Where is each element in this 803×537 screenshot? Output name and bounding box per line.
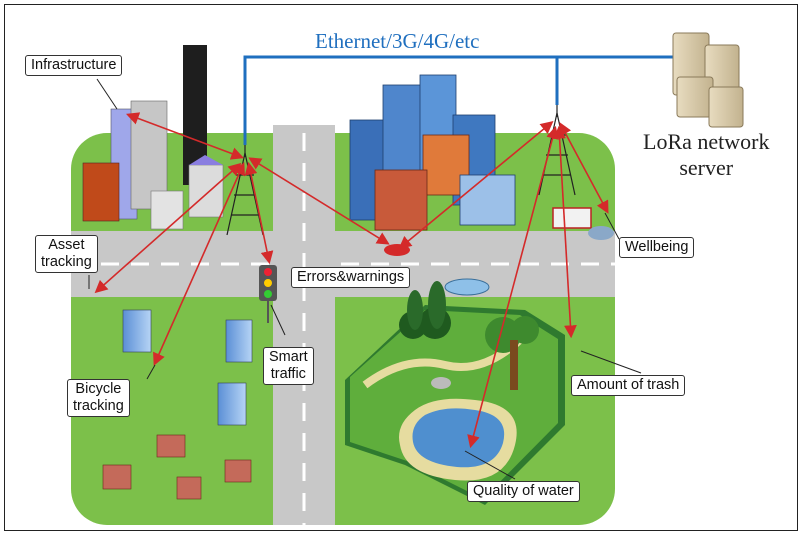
server-label-line2: server <box>679 155 734 180</box>
smart-line2: traffic <box>270 366 306 382</box>
callout-errors-warnings: Errors&warnings <box>291 267 411 288</box>
network-label: Ethernet/3G/4G/etc <box>315 29 480 53</box>
asset-line1: Asset <box>48 237 85 253</box>
callout-asset-tracking: Asset tracking <box>35 235 98 273</box>
server-label: LoRa network server <box>643 129 769 181</box>
bicycle-line1: Bicycle <box>75 381 122 397</box>
callout-amount-of-trash: Amount of trash <box>571 375 686 396</box>
callout-infrastructure: Infrastructure <box>25 55 123 76</box>
asset-line2: tracking <box>41 254 92 270</box>
callout-bicycle-tracking: Bicycle tracking <box>67 379 130 417</box>
callout-quality-of-water: Quality of water <box>467 481 580 502</box>
server-label-line1: LoRa network <box>643 129 770 154</box>
smart-line1: Smart <box>269 349 308 365</box>
city-illustration <box>71 32 744 525</box>
network-backbone <box>243 55 690 145</box>
callout-pointers <box>88 78 642 480</box>
traffic-light-icon <box>259 265 277 323</box>
bicycle-line2: tracking <box>73 398 124 414</box>
callout-smart-traffic: Smart traffic <box>263 347 314 385</box>
diagram-frame: Ethernet/3G/4G/etc LoRa network server I… <box>4 4 798 531</box>
server-icon <box>672 32 744 128</box>
callout-wellbeing: Wellbeing <box>619 237 695 258</box>
link-arrows <box>94 112 609 449</box>
